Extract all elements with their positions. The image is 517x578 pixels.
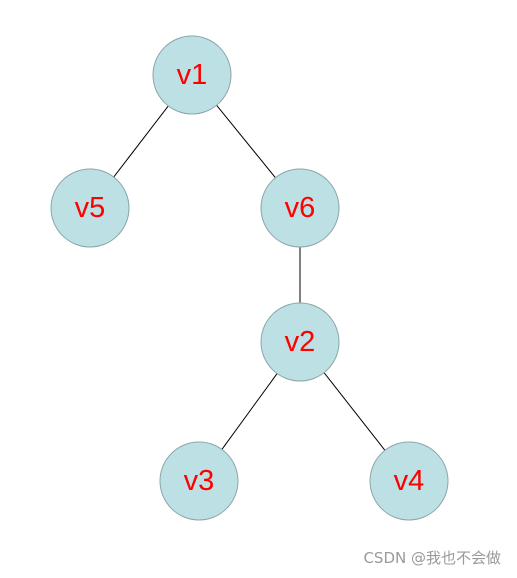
node-v3: v3 [159,441,239,521]
edges-layer [113,104,386,451]
node-label-v2: v2 [285,326,316,358]
edge-v2-v4 [323,372,386,451]
node-label-v1: v1 [177,59,208,91]
node-circle-v1 [152,35,232,115]
edge-v1-v5 [113,105,169,178]
node-label-v4: v4 [394,465,425,497]
nodes-layer: v1 v5 v6 v2 v3 v4 [50,35,449,521]
edge-v2-v3 [221,373,278,450]
node-label-v3: v3 [184,465,215,497]
node-label-v5: v5 [75,192,106,224]
node-circle-v3 [159,441,239,521]
watermark: CSDN @我也不会做 [363,549,501,567]
node-circle-v6 [260,168,340,248]
node-v4: v4 [369,441,449,521]
node-v2: v2 [260,302,340,382]
node-v1: v1 [152,35,232,115]
node-circle-v5 [50,168,130,248]
node-v5: v5 [50,168,130,248]
node-circle-v4 [369,441,449,521]
node-label-v6: v6 [285,192,316,224]
node-circle-v2 [260,302,340,382]
edge-v1-v6 [216,104,276,179]
node-v6: v6 [260,168,340,248]
